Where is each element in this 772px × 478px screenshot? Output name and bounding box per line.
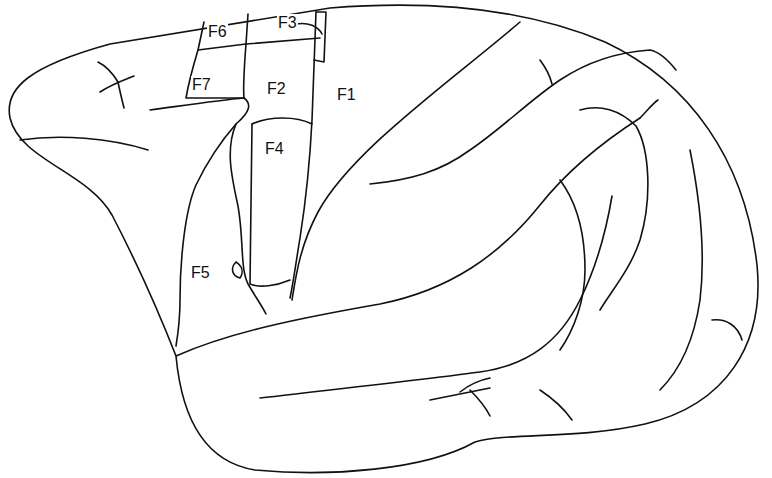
brain-outline (9, 5, 758, 472)
leader-line (296, 23, 322, 34)
area-border (233, 262, 243, 278)
area-label: F4 (264, 140, 285, 158)
sulcus (712, 320, 742, 340)
central-sulcus (292, 22, 520, 300)
sulcus (660, 150, 702, 390)
arcuate-sulcus (150, 98, 266, 314)
area-label: F3 (277, 14, 298, 32)
area-border (290, 12, 316, 298)
intraparietal-sulcus (370, 50, 676, 184)
arcuate-sulcus (176, 124, 236, 346)
area-label: F6 (207, 23, 228, 41)
sulcus (98, 62, 134, 108)
area-label: F7 (191, 76, 212, 94)
area-border (250, 124, 290, 286)
sulcus (560, 180, 585, 350)
area-label: F2 (266, 80, 287, 98)
area-border (252, 118, 312, 124)
sulcus (20, 137, 148, 150)
area-border (314, 12, 326, 62)
area-border (246, 14, 248, 44)
area-label: F5 (190, 264, 211, 282)
sulcus (540, 60, 552, 84)
superior-temporal-sulcus (260, 196, 612, 398)
lateral-sulcus (176, 118, 640, 356)
area-label: F1 (336, 86, 357, 104)
area-border (198, 22, 320, 50)
sulcus (540, 390, 572, 420)
area-border (244, 44, 246, 98)
sulcus (430, 378, 490, 416)
sulcus (640, 100, 658, 118)
area-border (186, 50, 244, 98)
sulcus (580, 108, 648, 310)
